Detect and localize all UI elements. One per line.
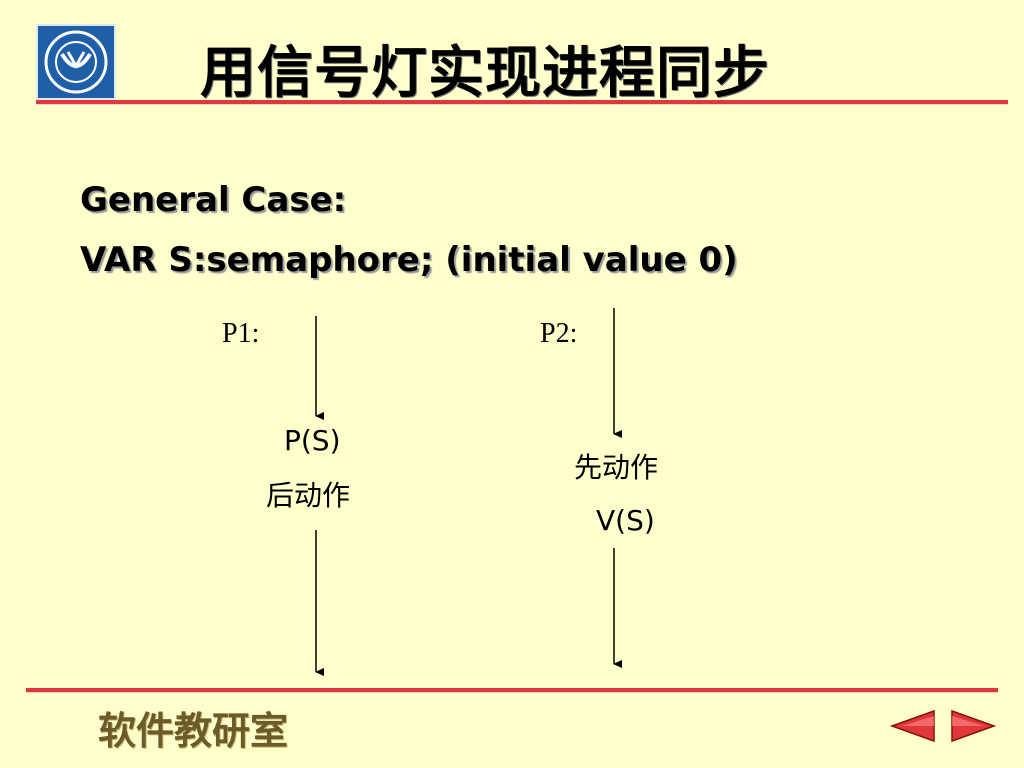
p2-v-operation: V(S) bbox=[596, 504, 655, 537]
p1-p-operation: P(S) bbox=[284, 424, 341, 457]
university-logo bbox=[36, 24, 116, 100]
process-p2-label: P2: bbox=[540, 318, 578, 349]
footer-divider bbox=[26, 688, 998, 693]
title-divider bbox=[36, 100, 1008, 105]
previous-slide-button[interactable] bbox=[888, 708, 940, 744]
next-slide-button[interactable] bbox=[946, 708, 998, 744]
semaphore-declaration: VAR S:semaphore; (initial value 0) bbox=[80, 240, 738, 280]
triangle-left-icon bbox=[889, 709, 935, 743]
general-case-heading: General Case: bbox=[80, 180, 347, 220]
process-p1-label: P1: bbox=[222, 318, 260, 349]
triangle-right-icon bbox=[951, 709, 997, 743]
p2-before-action: 先动作 bbox=[574, 451, 659, 484]
p1-after-action: 后动作 bbox=[266, 479, 351, 512]
slide-title: 用信号灯实现进程同步 bbox=[200, 41, 770, 106]
footer-department: 软件教研室 bbox=[98, 708, 289, 753]
